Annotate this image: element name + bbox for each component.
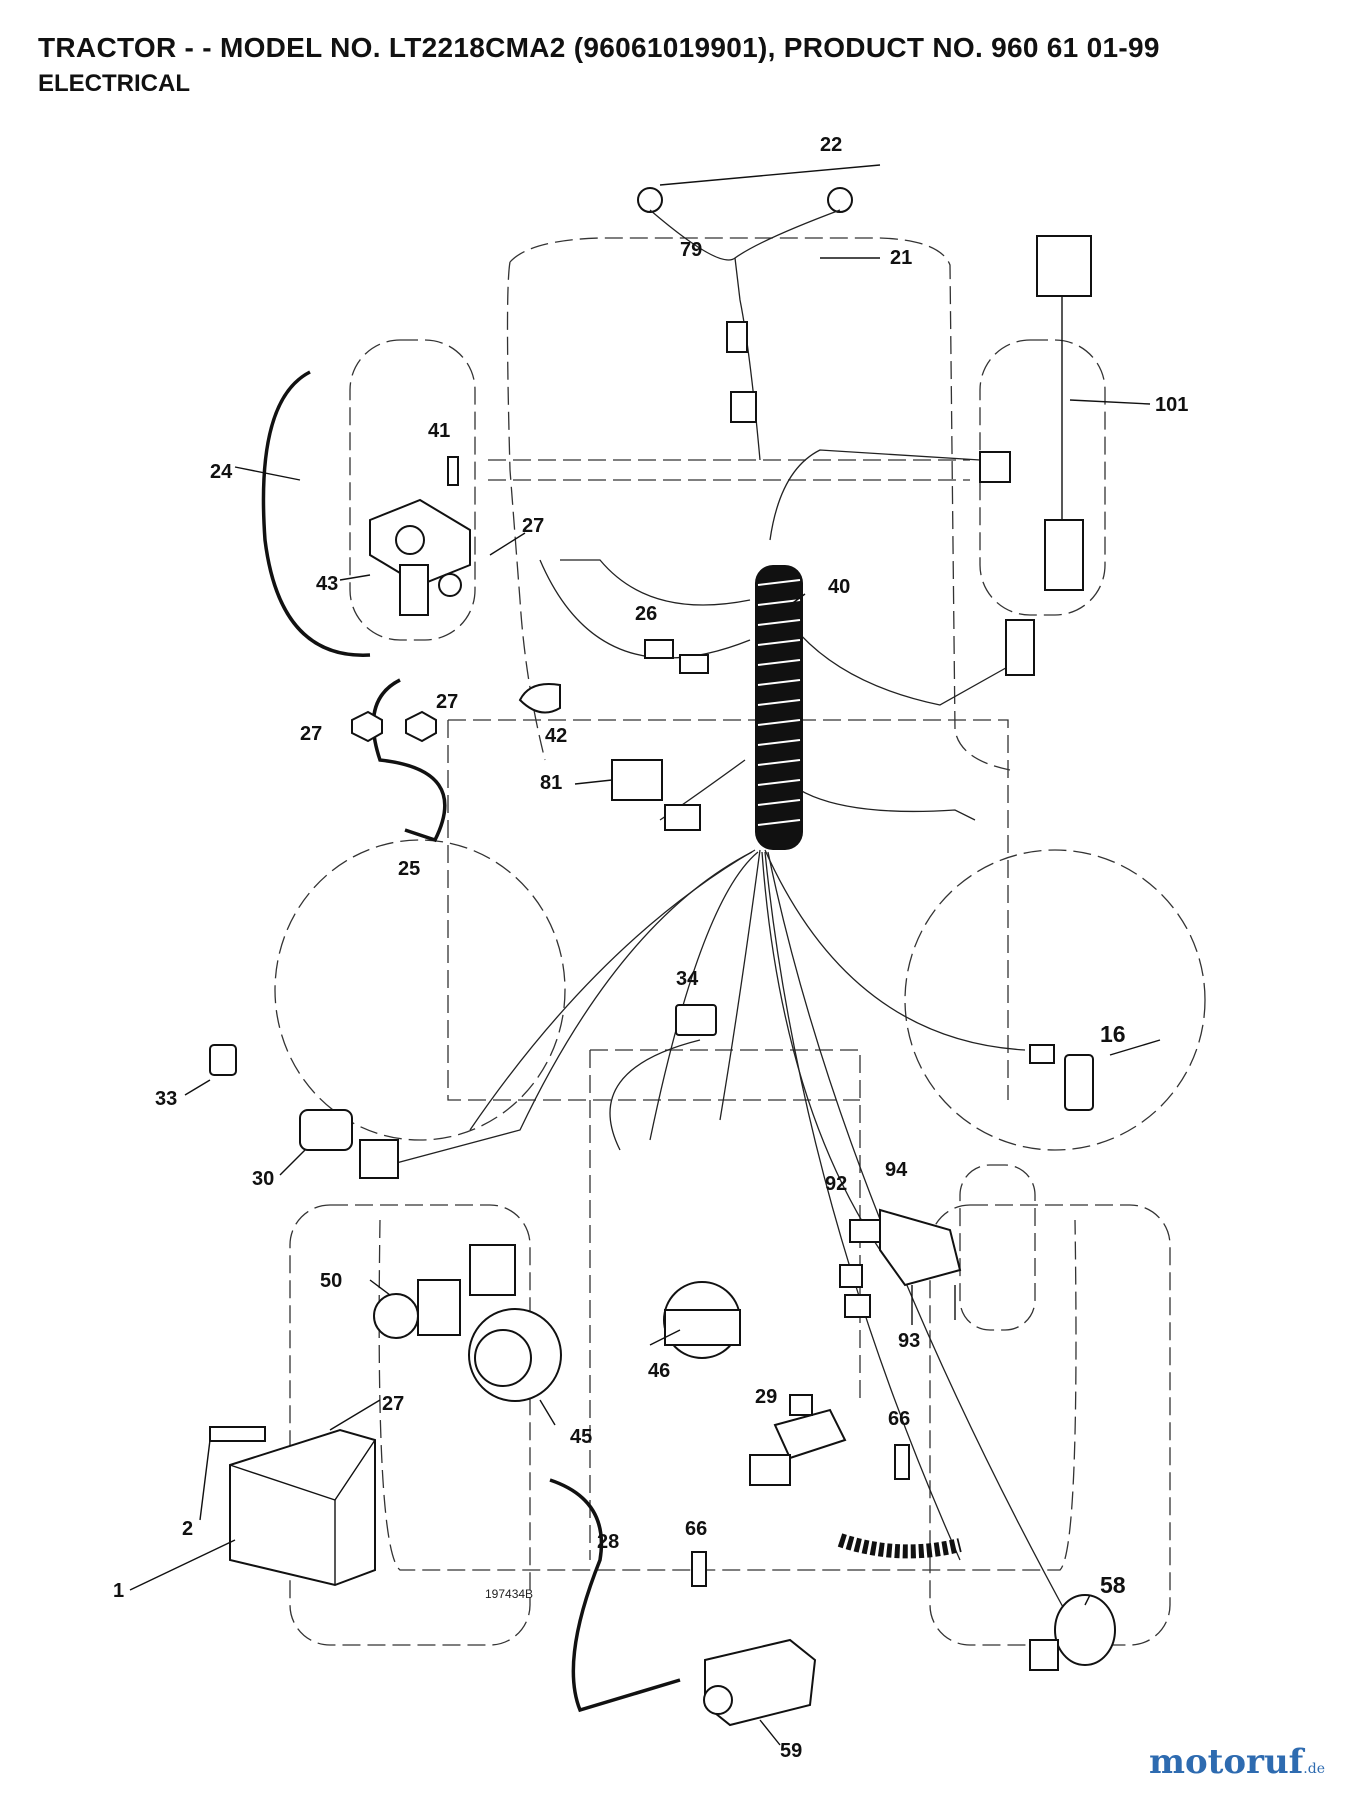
label-66a: 66	[888, 1408, 910, 1430]
label-27d: 27	[382, 1393, 404, 1415]
logo-tld: .de	[1303, 1761, 1325, 1777]
label-79: 79	[680, 239, 702, 261]
label-33: 33	[155, 1088, 177, 1110]
motoruf-logo: motoruf.de	[1149, 1742, 1325, 1782]
label-81: 81	[540, 772, 562, 794]
label-50: 50	[320, 1270, 342, 1292]
logo-brand: motoruf	[1149, 1742, 1304, 1782]
label-24: 24	[210, 461, 233, 483]
callout-labels: 22 79 21 101 41 24 27 43 40 26 27 27 42 …	[113, 134, 1188, 1762]
label-58: 58	[1100, 1572, 1126, 1598]
label-34: 34	[676, 968, 699, 990]
label-42: 42	[545, 725, 567, 747]
figure-number: 197434B	[485, 1587, 533, 1601]
parts	[209, 187, 1116, 1727]
label-45: 45	[570, 1426, 592, 1448]
label-25: 25	[398, 858, 420, 880]
label-101: 101	[1155, 394, 1188, 416]
label-27c: 27	[436, 691, 458, 713]
label-92: 92	[825, 1173, 847, 1195]
label-16: 16	[1100, 1021, 1126, 1047]
page-title: TRACTOR - - MODEL NO. LT2218CMA2 (960610…	[38, 32, 1160, 63]
label-94: 94	[885, 1159, 908, 1181]
label-41: 41	[428, 420, 450, 442]
label-28: 28	[597, 1531, 619, 1553]
label-21: 21	[890, 247, 912, 269]
battery-cables	[261, 370, 681, 1713]
label-66b: 66	[685, 1518, 707, 1540]
label-59: 59	[780, 1740, 802, 1762]
page-subtitle: ELECTRICAL	[38, 70, 190, 97]
label-46: 46	[648, 1360, 670, 1382]
label-40: 40	[828, 576, 850, 598]
leader-lines	[129, 164, 1161, 1746]
label-22: 22	[820, 134, 842, 156]
wire-loom-coil	[755, 565, 962, 1559]
label-1: 1	[113, 1580, 124, 1602]
label-30: 30	[252, 1168, 274, 1190]
label-27b: 27	[300, 723, 322, 745]
label-27a: 27	[522, 515, 544, 537]
label-93: 93	[898, 1330, 920, 1352]
tractor-outline	[274, 237, 1206, 1646]
label-43: 43	[316, 573, 338, 595]
label-29: 29	[755, 1386, 777, 1408]
label-2: 2	[182, 1518, 193, 1540]
label-26: 26	[635, 603, 657, 625]
